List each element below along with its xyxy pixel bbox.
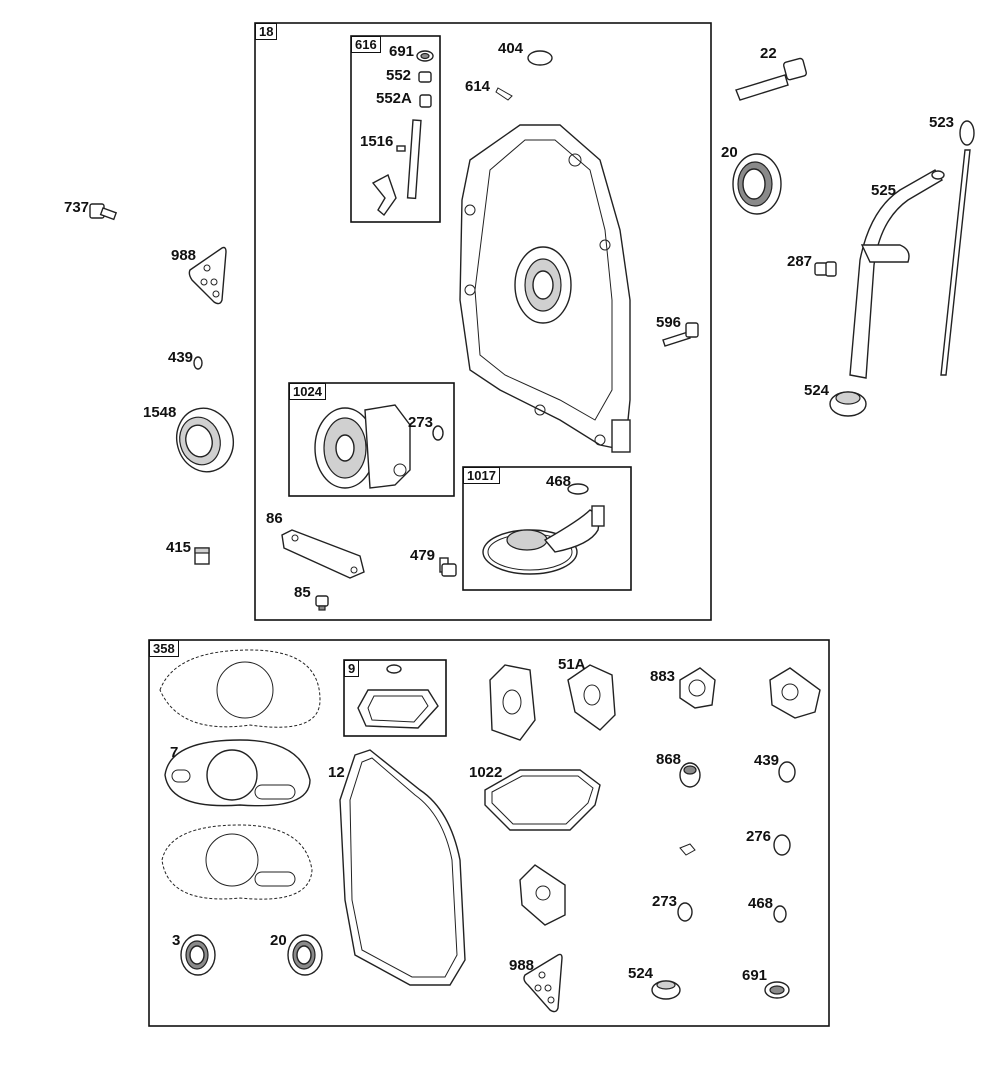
- label-468-bottom: 468: [748, 895, 774, 912]
- clip-small: [679, 843, 696, 856]
- oring-468-pickup: [567, 483, 589, 495]
- screw-85: [315, 595, 329, 611]
- washer-404: [527, 50, 553, 66]
- head-gasket-top: [159, 649, 321, 728]
- label-287: 287: [787, 253, 813, 270]
- label-276: 276: [746, 828, 772, 845]
- kit-1017-frame: [462, 466, 632, 591]
- label-524-top: 524: [804, 382, 830, 399]
- kit-tag-1017: 1017: [463, 467, 500, 484]
- gasket-883: [679, 667, 716, 709]
- label-525: 525: [871, 182, 897, 199]
- gasket-middle: [519, 864, 566, 926]
- bolt-479: [439, 557, 457, 577]
- crankcase-cover-18: [459, 124, 631, 453]
- kit-616-frame: [350, 35, 441, 223]
- oring-273-pump: [432, 425, 444, 441]
- label-479: 479: [410, 547, 436, 564]
- label-12: 12: [328, 764, 345, 781]
- pin-614: [495, 87, 513, 101]
- head-gasket-bottom: [161, 824, 313, 900]
- label-552: 552: [386, 67, 412, 84]
- label-415: 415: [166, 539, 192, 556]
- kit-358-frame: [148, 639, 830, 1027]
- plug-524-bottom: [651, 980, 681, 1000]
- washer-276: [773, 834, 791, 856]
- label-439-right: 439: [754, 752, 780, 769]
- oring-439-right: [778, 761, 796, 783]
- kit-tag-18: 18: [255, 23, 278, 40]
- oring-273-bottom: [677, 902, 693, 922]
- gasket-86: [281, 529, 365, 579]
- label-523: 523: [929, 114, 955, 131]
- label-1516: 1516: [360, 133, 394, 150]
- kit-18-frame: [254, 22, 712, 621]
- label-20-bottom: 20: [270, 932, 287, 949]
- plug-415: [194, 547, 210, 565]
- label-439-left: 439: [168, 349, 194, 366]
- gasket-right: [769, 667, 821, 719]
- parts-616: [371, 50, 434, 217]
- kit-1024-frame: [288, 382, 455, 497]
- label-988-bottom: 988: [509, 957, 535, 974]
- label-614: 614: [465, 78, 491, 95]
- kit-tag-9: 9: [344, 660, 360, 677]
- gasket-12: [339, 749, 466, 986]
- seal-20-bottom: [287, 934, 323, 976]
- bolt-596: [662, 322, 699, 347]
- label-691-bottom: 691: [742, 967, 768, 984]
- label-883: 883: [650, 668, 676, 685]
- label-468-pickup: 468: [546, 473, 572, 490]
- label-691-kit: 691: [389, 43, 415, 60]
- gasket-51A: [567, 664, 616, 731]
- kit-9-frame: [343, 659, 447, 737]
- label-596: 596: [656, 314, 682, 331]
- bolt-287: [814, 261, 837, 277]
- bolt-22: [735, 57, 808, 101]
- gasket-carb: [489, 664, 536, 741]
- label-1548: 1548: [143, 404, 177, 421]
- seal-868: [679, 762, 701, 788]
- seal-20-top: [732, 153, 782, 215]
- oil-pump-1024: [314, 404, 411, 489]
- oring-439-left: [193, 356, 203, 370]
- seal-691-bottom: [764, 981, 790, 999]
- plate-988-left: [188, 246, 227, 305]
- seal-3: [180, 934, 216, 976]
- label-404: 404: [498, 40, 524, 57]
- dipstick-tube-525: [849, 169, 945, 379]
- label-3: 3: [172, 932, 181, 949]
- label-51A: 51A: [558, 656, 586, 673]
- head-gasket-7: [164, 739, 311, 807]
- label-273-bottom: 273: [652, 893, 678, 910]
- gasket-9: [357, 664, 439, 729]
- label-524-bottom: 524: [628, 965, 654, 982]
- label-988-left: 988: [171, 247, 197, 264]
- bolt-737: [89, 203, 118, 221]
- label-85: 85: [294, 584, 311, 601]
- gasket-1022: [484, 769, 601, 831]
- label-737: 737: [64, 199, 90, 216]
- label-86: 86: [266, 510, 283, 527]
- oring-468-bottom: [773, 905, 787, 923]
- oil-pickup-1017: [482, 505, 605, 575]
- label-22: 22: [760, 45, 777, 62]
- dipstick-523: [940, 120, 975, 376]
- label-1022: 1022: [469, 764, 503, 781]
- plate-988-bottom: [523, 953, 563, 1013]
- seal-1548: [176, 407, 234, 473]
- label-7: 7: [170, 744, 179, 761]
- plug-524-top: [829, 391, 867, 417]
- kit-tag-1024: 1024: [289, 383, 326, 400]
- label-273-pump: 273: [408, 414, 434, 431]
- label-868: 868: [656, 751, 682, 768]
- kit-tag-358: 358: [149, 640, 179, 657]
- kit-tag-616: 616: [351, 36, 381, 53]
- label-552A: 552A: [376, 90, 412, 107]
- label-20-top: 20: [721, 144, 738, 161]
